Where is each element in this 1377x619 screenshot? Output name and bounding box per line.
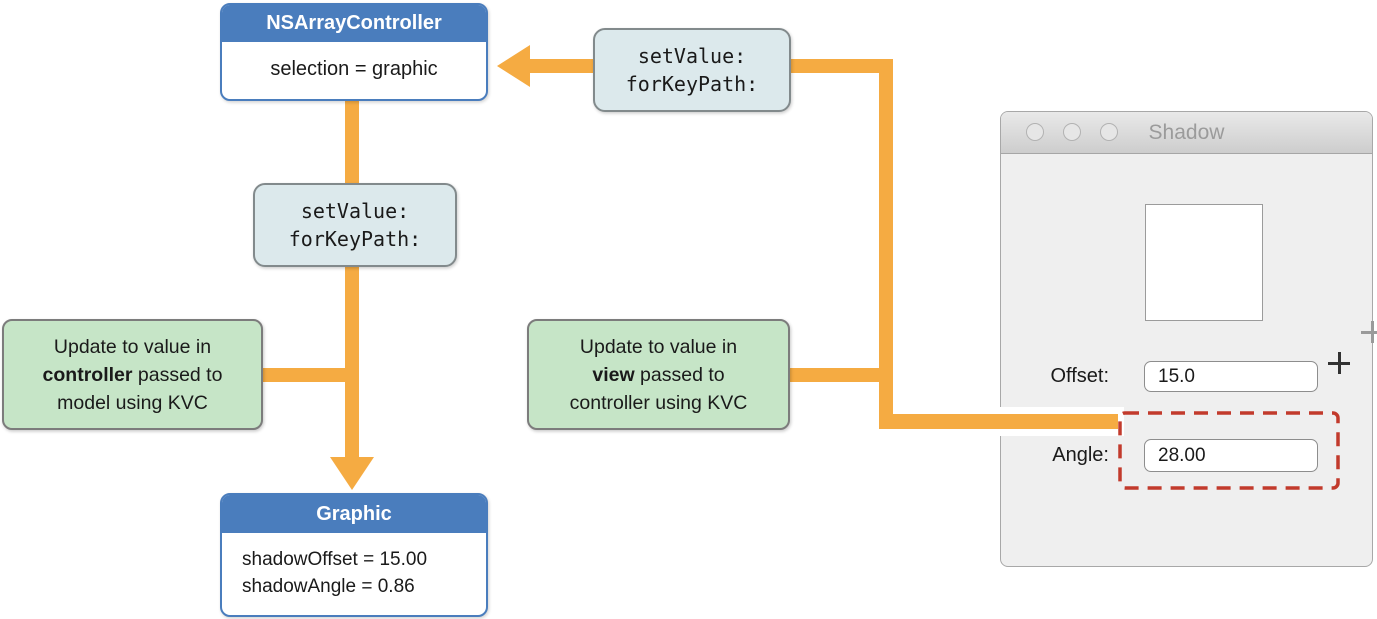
angle-field-highlight: [1118, 411, 1340, 490]
annotation-line: view passed to: [592, 363, 725, 386]
shadow-offset-value: shadowOffset = 15.00: [242, 549, 428, 570]
annotation-line: controller using KVC: [569, 391, 748, 414]
setvalue-line: setValue:: [300, 199, 410, 223]
annotation-line: controller passed to: [42, 363, 223, 386]
offset-label: Offset:: [1050, 365, 1109, 387]
arrow-view-to-controller-bottom-segment: [879, 414, 1118, 429]
graphic-model-node: Graphic shadowOffset = 15.00 shadowAngle…: [220, 493, 488, 617]
graphic-title: Graphic: [222, 495, 486, 533]
shadow-position-crosshair-icon: [1361, 321, 1377, 343]
arrow-view-to-controller-vertical-segment: [879, 59, 893, 429]
setvalue-line: setValue:: [637, 44, 747, 68]
offset-field[interactable]: 15.0: [1144, 361, 1318, 392]
annotation-line: Update to value in: [53, 335, 212, 358]
nsarraycontroller-title: NSArrayController: [222, 5, 486, 42]
nsarraycontroller-selection: selection = graphic: [270, 58, 438, 80]
stub-controller-annotation: [259, 368, 359, 382]
forkeypath-line: forKeyPath:: [288, 227, 422, 251]
controller-update-annotation: Update to value in controller passed to …: [2, 319, 263, 430]
angle-label: Angle:: [1052, 444, 1109, 466]
minimize-button[interactable]: [1063, 123, 1081, 141]
arrowhead-into-controller-icon: [497, 45, 530, 87]
forkeypath-line: forKeyPath:: [625, 72, 759, 96]
origin-crosshair-icon: [1328, 352, 1350, 374]
window-title: Shadow: [1148, 121, 1225, 144]
window-titlebar[interactable]: Shadow: [1001, 112, 1372, 154]
view-update-annotation: Update to value in view passed to contro…: [527, 319, 790, 430]
setvalue-forkeypath-box-view: setValue: forKeyPath:: [593, 28, 791, 112]
annotation-line: model using KVC: [57, 391, 208, 414]
close-button[interactable]: [1026, 123, 1044, 141]
zoom-button[interactable]: [1100, 123, 1118, 141]
shadow-preview-area[interactable]: [1145, 204, 1377, 374]
arrowhead-into-graphic-icon: [330, 457, 374, 490]
nsarraycontroller-node: NSArrayController selection = graphic: [220, 3, 488, 101]
setvalue-forkeypath-box-controller: setValue: forKeyPath:: [253, 183, 457, 267]
angle-field[interactable]: 28.00: [1144, 439, 1318, 472]
annotation-line: Update to value in: [579, 335, 738, 358]
shadow-angle-value: shadowAngle = 0.86: [242, 576, 415, 597]
shadow-inspector-window: Shadow Offset: 15.0 Angle: 28.00: [1000, 111, 1377, 567]
stub-view-annotation: [786, 368, 893, 382]
arrow-controller-to-model-segment: [345, 97, 359, 459]
